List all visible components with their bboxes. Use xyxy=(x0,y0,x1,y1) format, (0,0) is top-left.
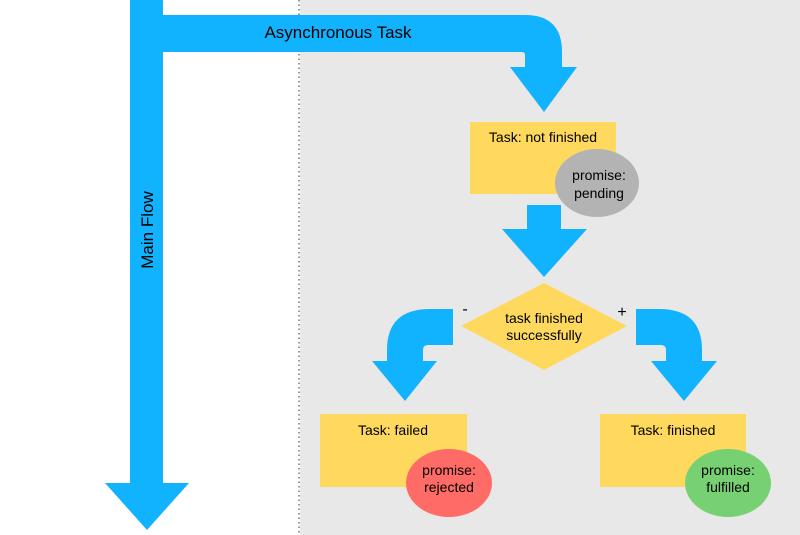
async-task-arrow xyxy=(160,15,577,112)
decision-line2: successfully xyxy=(506,327,581,343)
promise-pending-line1: promise: xyxy=(572,167,626,183)
promise-rejected-badge xyxy=(406,449,492,517)
promise-rejected-line2: rejected xyxy=(424,479,474,495)
negative-branch-arrow xyxy=(372,309,453,401)
task-finished-label: Task: finished xyxy=(631,422,716,438)
down-arrow-to-decision xyxy=(502,205,587,277)
promise-pending-line2: pending xyxy=(574,185,624,201)
async-task-label: Asynchronous Task xyxy=(264,23,412,42)
promise-fulfilled-line1: promise: xyxy=(701,462,755,478)
task-not-finished-label: Task: not finished xyxy=(489,129,597,145)
main-flow-arrow xyxy=(105,0,189,530)
promise-rejected-line1: promise: xyxy=(422,462,476,478)
promise-fulfilled-badge xyxy=(685,449,771,517)
decision-line1: task finished xyxy=(505,310,583,326)
main-flow-label: Main Flow xyxy=(138,191,157,269)
promise-fulfilled-line2: fulfilled xyxy=(706,479,750,495)
positive-branch-sign: + xyxy=(617,304,626,321)
positive-branch-arrow xyxy=(636,309,717,401)
task-failed-label: Task: failed xyxy=(358,422,428,438)
decision-diamond xyxy=(461,283,627,370)
negative-branch-sign: - xyxy=(462,301,467,318)
promise-pending-badge xyxy=(555,149,639,217)
